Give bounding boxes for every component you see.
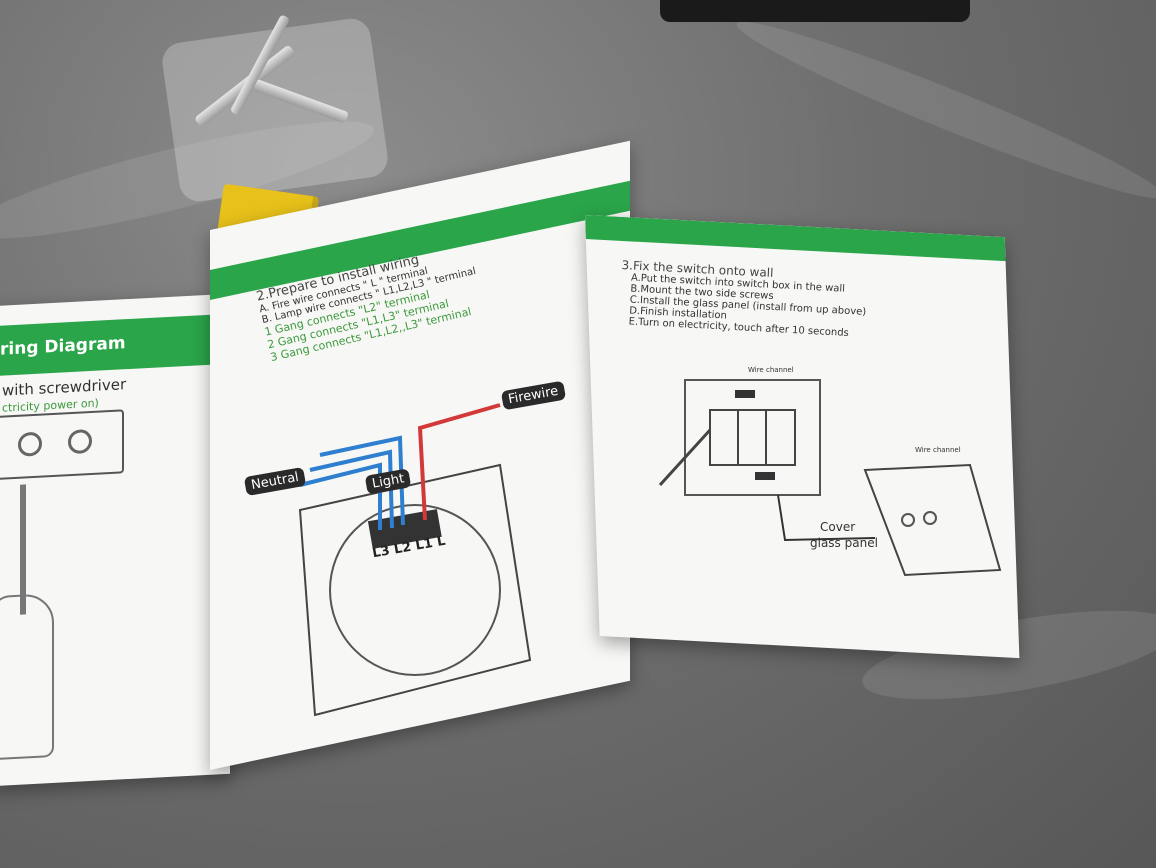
fix-switch-text-block: 3.Fix the switch onto wall A.Put the swi…	[618, 258, 868, 340]
top-slot	[735, 390, 755, 398]
glass-panel	[863, 463, 1002, 577]
blue-wire	[309, 449, 394, 529]
panel-button	[923, 511, 937, 525]
cover-label-2: glass panel	[810, 536, 878, 550]
left-line-1: with screwdriver	[2, 375, 127, 400]
mount-diagram	[658, 379, 1002, 577]
panel-button	[901, 513, 915, 527]
green-header-band	[585, 215, 1006, 262]
manual-left-panel: ring Diagram with screwdriver ctricity p…	[0, 293, 230, 787]
wall-box	[684, 379, 821, 496]
screwdriver-shaft	[658, 428, 712, 487]
blue-wire	[299, 462, 382, 530]
wire-channel-label: Wire channel	[748, 366, 794, 374]
stone-vein	[729, 5, 1156, 215]
red-wire	[417, 403, 501, 521]
switch-body	[329, 504, 501, 676]
dark-object	[660, 0, 970, 22]
switch-plate	[298, 463, 532, 717]
hand-drawing	[0, 592, 54, 761]
switch-module	[709, 409, 796, 466]
arrow-line	[777, 494, 876, 542]
cover-label-1: Cover	[820, 520, 856, 534]
wiring-diagram	[298, 403, 532, 717]
wire-channel-label-2: Wire channel	[915, 446, 961, 454]
bottom-slot	[755, 472, 775, 480]
blue-wire	[319, 435, 405, 526]
